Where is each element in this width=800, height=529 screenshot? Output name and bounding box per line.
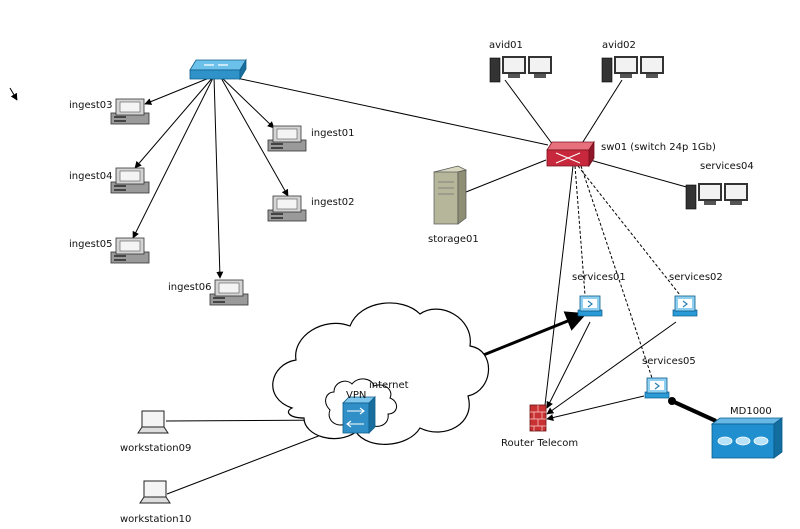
label-workstation10: workstation10 (120, 514, 191, 525)
core-switch-icon (189, 58, 247, 81)
ingest01-computer-icon (267, 125, 307, 152)
label-vpn: VPN (346, 390, 366, 401)
label-ingest03: ingest03 (69, 100, 112, 111)
services02-device-icon (672, 295, 698, 317)
label-ingest05: ingest05 (69, 239, 112, 250)
label-workstation09: workstation09 (120, 443, 191, 454)
label-router: Router Telecom (501, 438, 578, 449)
ingest04-computer-icon (110, 167, 150, 194)
label-internet: internet (369, 380, 409, 391)
avid01-workstation-icon (489, 55, 553, 83)
label-ingest06: ingest06 (168, 282, 211, 293)
label-services01: services01 (572, 272, 626, 283)
label-ingest04: ingest04 (69, 171, 112, 182)
workstation09-laptop-icon (137, 410, 169, 434)
label-services02: services02 (669, 272, 723, 283)
services04-workstation-icon (685, 182, 749, 210)
ingest03-computer-icon (110, 98, 150, 125)
vpn-concentrator-icon (342, 396, 376, 434)
services01-device-icon (577, 295, 603, 317)
sw01-switch-icon (546, 140, 595, 168)
storage01-server-icon (432, 165, 468, 225)
label-storage01: storage01 (428, 234, 479, 245)
ingest06-computer-icon (209, 279, 249, 306)
label-avid02: avid02 (602, 40, 636, 51)
services05-device-icon (644, 377, 670, 399)
connection-lines (9, 73, 691, 495)
label-ingest02: ingest02 (311, 197, 354, 208)
label-services05: services05 (642, 356, 696, 367)
label-md1000: MD1000 (730, 406, 772, 417)
workstation10-laptop-icon (139, 480, 171, 504)
ingest02-computer-icon (267, 195, 307, 222)
md1000-storage-array-icon (710, 417, 784, 459)
avid02-workstation-icon (601, 55, 665, 83)
label-services04: services04 (700, 161, 754, 172)
md1000-cable (668, 397, 717, 423)
ingest05-computer-icon (110, 237, 150, 264)
label-avid01: avid01 (489, 40, 523, 51)
router-firewall-icon (529, 404, 547, 432)
label-ingest01: ingest01 (311, 128, 354, 139)
internet-cloud (272, 302, 490, 445)
label-sw01: sw01 (switch 24p 1Gb) (601, 142, 716, 153)
